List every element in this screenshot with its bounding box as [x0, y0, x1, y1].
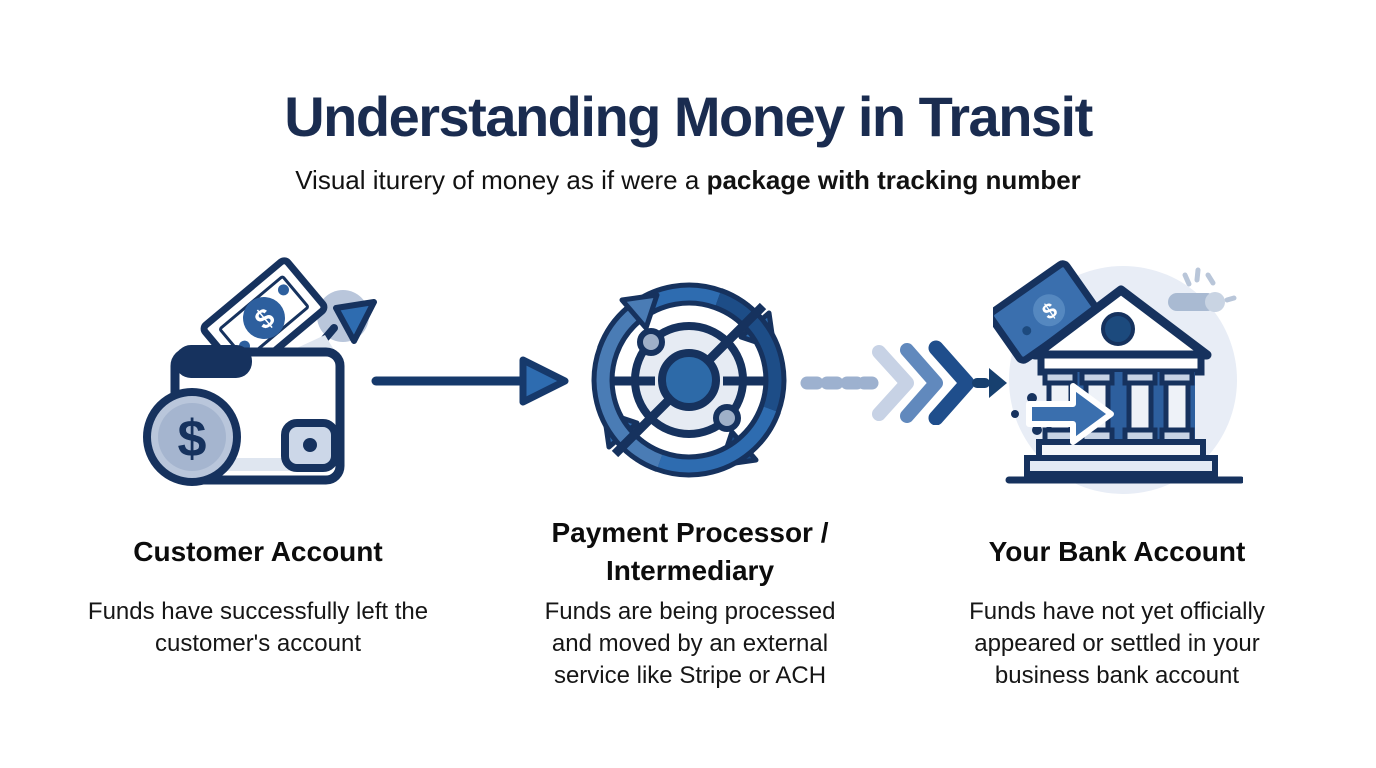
processing-cycle-icon: [591, 282, 787, 478]
deposit-arrow: [1011, 383, 1114, 445]
bank-entablature: [1037, 351, 1205, 376]
wallet-top-fold: [175, 345, 252, 378]
motion-pill-icon: [1168, 292, 1225, 312]
page-subtitle: Visual iturery of money as if were a pac…: [0, 164, 1376, 198]
stage-title-customer-account: Customer Account: [133, 536, 383, 567]
chevron-medium: [900, 343, 943, 423]
stage-description-your-bank-account: Funds have not yet officially appeared o…: [969, 598, 1265, 689]
chevron-light: [872, 345, 914, 421]
dashed-chevron-arrow-connector: [800, 340, 1007, 425]
dollar-coin: $: [143, 388, 241, 486]
dollar-sign: $: [178, 410, 207, 468]
bank-building-icon: $: [993, 260, 1243, 494]
chevron-dark: [928, 340, 975, 425]
bank-pediment-circle: [1101, 312, 1135, 346]
cycle-arrow-left: [591, 292, 665, 472]
stage-description-customer-account: Funds have successfully left the custome…: [87, 598, 429, 657]
stage-description-payment-processor: Funds are being processed and moved by a…: [544, 598, 836, 689]
subtitle-bold-text: package with tracking number: [706, 165, 1081, 195]
hub-center-circle: [658, 349, 720, 411]
subtitle-regular-text: Visual iturery of money as if were a: [295, 165, 700, 195]
stage-title-payment-processor: Payment Processor / Intermediary: [551, 517, 829, 586]
page-title: Understanding Money in Transit: [284, 85, 1093, 148]
stage-title-your-bank-account: Your Bank Account: [988, 536, 1246, 567]
final-arrow-head: [989, 368, 1007, 398]
hub-node-dot: [637, 328, 665, 356]
sparkle-ticks-icon: [1182, 267, 1237, 303]
arrow-head: [519, 356, 569, 406]
solid-arrow-connector: [371, 356, 569, 406]
wallet-clasp-button: [303, 438, 317, 452]
hub-node-dot: [713, 404, 741, 432]
wallet-money-out-icon: $ $: [143, 257, 377, 486]
money-out-arrowhead: [333, 299, 377, 344]
bank-step-bottom: [1024, 455, 1218, 477]
